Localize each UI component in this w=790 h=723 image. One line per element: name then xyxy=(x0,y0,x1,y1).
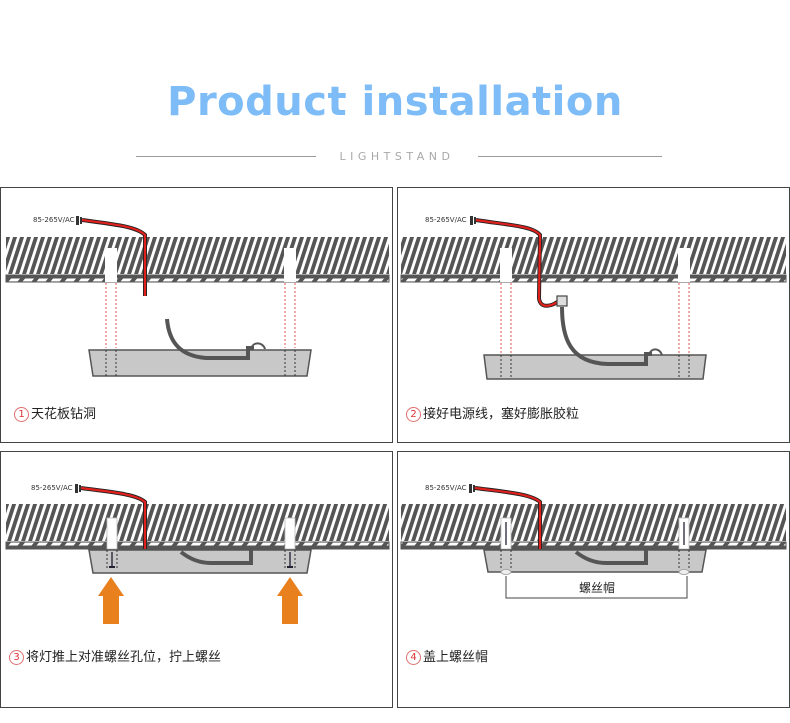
step-3-diagram: 85-265V/AC xyxy=(5,484,390,624)
guide-lines xyxy=(500,283,690,353)
voltage-label: 85-265V/AC xyxy=(31,484,73,492)
ceiling-slab xyxy=(400,504,787,550)
screw-cap-left xyxy=(500,569,512,575)
voltage-label: 85-265V/AC xyxy=(33,216,75,224)
power-plug-icon xyxy=(470,216,476,225)
push-up-arrow-right xyxy=(277,577,303,624)
power-plug-icon xyxy=(469,484,475,493)
drill-hole-left xyxy=(105,248,117,282)
step-number-badge: 2 xyxy=(406,407,421,422)
screw-right xyxy=(287,552,293,568)
light-fixture xyxy=(483,306,707,380)
power-plug-icon xyxy=(76,216,82,225)
step-2-diagram: 85-265V/AC xyxy=(400,216,787,380)
voltage-label: 85-265V/AC xyxy=(425,484,467,492)
step-2-text: 接好电源线，塞好膨胀胶粒 xyxy=(423,407,580,422)
divider-right xyxy=(478,156,662,157)
screw-cap-callout-label: 螺丝帽 xyxy=(579,580,615,595)
power-plug-icon xyxy=(75,484,81,493)
anchor-right xyxy=(284,517,296,550)
step-4-text: 盖上螺丝帽 xyxy=(423,650,489,665)
step-3-text: 将灯推上对准螺丝孔位，拧上螺丝 xyxy=(26,650,222,665)
drill-hole-right xyxy=(678,248,690,282)
step-1-text: 天花板钻洞 xyxy=(31,407,97,422)
step-number-badge: 3 xyxy=(9,650,24,665)
step-1-diagram: 85-265V/AC xyxy=(5,216,390,377)
ceiling-slab xyxy=(400,237,787,283)
screw-left xyxy=(109,552,115,568)
wire-connector xyxy=(556,295,568,307)
guide-lines xyxy=(105,283,296,348)
ceiling-slab xyxy=(5,237,390,283)
divider-left xyxy=(136,156,316,157)
callout-bracket xyxy=(505,576,688,599)
drill-hole-left xyxy=(500,248,512,282)
step-number-badge: 1 xyxy=(14,407,29,422)
light-fixture xyxy=(88,318,312,377)
step-4-diagram: 85-265V/AC 螺丝帽 xyxy=(400,484,787,599)
drill-hole-right xyxy=(284,248,296,282)
ceiling-slab xyxy=(5,504,390,550)
screw-cap-right xyxy=(678,569,690,575)
light-fixture xyxy=(483,549,707,573)
brand-subtitle: LIGHTSTAND xyxy=(339,150,455,163)
page-title: Product installation xyxy=(167,79,623,125)
light-fixture xyxy=(88,549,312,574)
voltage-label: 85-265V/AC xyxy=(425,216,467,224)
step-number-badge: 4 xyxy=(406,650,421,665)
push-up-arrow-left xyxy=(98,577,124,624)
anchor-left xyxy=(106,517,118,550)
